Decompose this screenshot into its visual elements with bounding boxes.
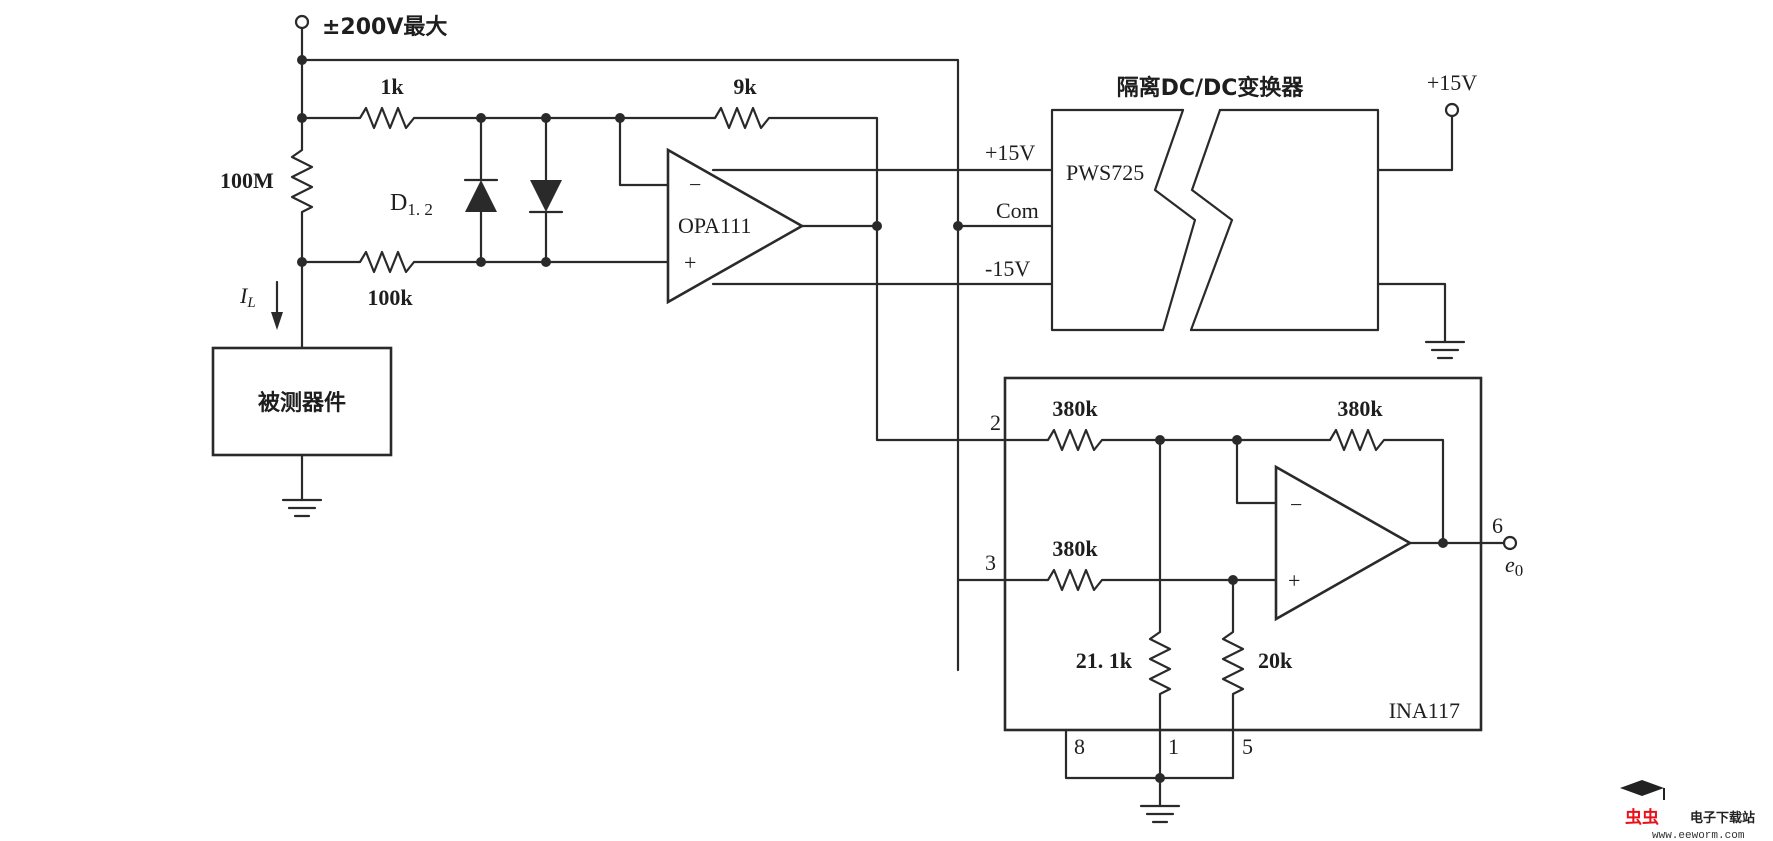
r-21k-label: 21. 1k	[1076, 648, 1133, 673]
resistor-380k-b	[1235, 428, 1445, 545]
pin5-label: 5	[1242, 734, 1253, 759]
plus15-out-terminal	[1444, 102, 1460, 118]
pin1-label: 1	[1168, 734, 1179, 759]
resistor-20k	[1221, 578, 1245, 780]
r-380k-c-label: 380k	[1052, 536, 1098, 561]
plus15-out-label: +15V	[1427, 70, 1477, 95]
resistor-9k	[618, 106, 879, 227]
diode-d2-icon	[528, 116, 564, 264]
resistor-21k	[1148, 438, 1172, 780]
svg-text:www.eeworm.com: www.eeworm.com	[1652, 830, 1745, 841]
svg-text:虫虫: 虫虫	[1625, 807, 1659, 828]
pin2-label: 2	[990, 410, 1001, 435]
opamp-ina-icon	[1274, 464, 1413, 622]
com-label: Com	[996, 198, 1039, 223]
pin8-label: 8	[1074, 734, 1085, 759]
ina-opamp-minus: −	[1290, 492, 1302, 517]
r-9k-label: 9k	[733, 74, 757, 99]
r-380k-a-label: 380k	[1052, 396, 1098, 421]
r-100m-label: 100M	[220, 168, 274, 193]
supply-max-label: ±200V最大	[322, 15, 447, 40]
r-100k-label: 100k	[367, 285, 413, 310]
minus15-in-label: -15V	[985, 256, 1030, 281]
r-380k-b-label: 380k	[1337, 396, 1383, 421]
isolated-dcdc-converter	[1050, 108, 1380, 332]
current-arrow-icon	[271, 280, 283, 330]
r-1k-label: 1k	[380, 74, 404, 99]
watermark-logo: 虫虫 电子下载站 www.eeworm.com	[1620, 780, 1755, 841]
resistor-1k	[300, 106, 483, 130]
ina-opamp-plus: +	[1288, 568, 1300, 593]
resistor-100k	[300, 250, 483, 274]
pin6-label: 6	[1492, 513, 1503, 538]
pws725-label: PWS725	[1066, 160, 1144, 185]
opa111-label: OPA111	[678, 213, 751, 238]
dut-label: 被测器件	[258, 391, 346, 416]
ground-icon	[281, 453, 323, 518]
opamp-opa111-icon	[666, 147, 805, 305]
r-20k-label: 20k	[1258, 648, 1293, 673]
output-label: e0	[1505, 552, 1523, 580]
output-terminal	[1502, 535, 1518, 551]
supply-terminal	[294, 14, 310, 65]
dut-box	[211, 346, 393, 457]
opa111-plus: +	[684, 250, 696, 275]
ground-icon	[1376, 282, 1466, 360]
diode-label: D1. 2	[390, 190, 433, 219]
current-label: IL	[239, 283, 256, 311]
ina117-box	[1003, 376, 1483, 732]
plus15-in-label: +15V	[985, 140, 1035, 165]
opa111-minus: −	[689, 172, 701, 197]
converter-title: 隔离DC/DC变换器	[1117, 75, 1305, 101]
resistor-380k-c	[1033, 568, 1235, 592]
resistor-100m	[290, 116, 314, 264]
svg-text:电子下载站: 电子下载站	[1690, 810, 1755, 826]
resistor-380k-a	[1033, 428, 1162, 452]
ina117-label: INA117	[1389, 698, 1460, 723]
ground-icon	[1139, 776, 1181, 824]
pin3-label: 3	[985, 550, 996, 575]
diode-d1-icon	[463, 116, 499, 264]
opa-out-to-ina-pin2	[875, 224, 1037, 442]
top-rail-wire	[300, 58, 960, 672]
